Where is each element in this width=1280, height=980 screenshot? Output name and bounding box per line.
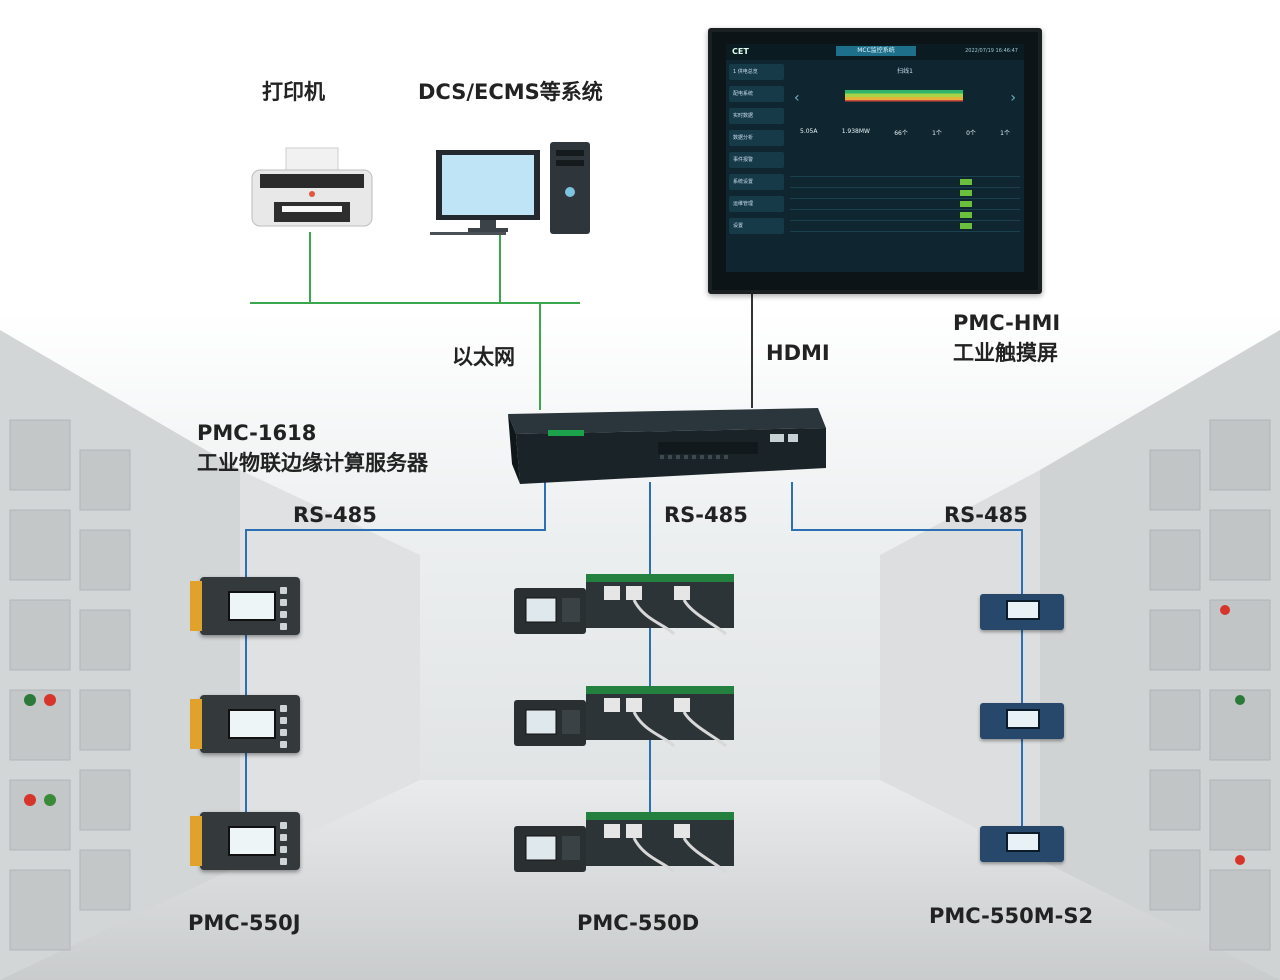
status-badge (960, 179, 972, 185)
power-meter-icon (514, 574, 734, 636)
status-badge (960, 201, 972, 207)
table-row (790, 188, 1020, 199)
pmc550m-label: PMC-550M-S2 (929, 904, 1094, 928)
hmi-menu-item: 系统设置 (729, 174, 784, 190)
hmi-brand: CET (732, 47, 749, 56)
hmi-screen: CET MCC监控系统 2022/07/19 16:46:47 1 供电总览 配… (726, 44, 1024, 272)
touch-screen-icon: CET MCC监控系统 2022/07/19 16:46:47 1 供电总览 配… (708, 28, 1042, 294)
ethernet-lines (250, 232, 580, 410)
hmi-main: 扫线1 ‹ › 5.05A 1.938MW 66个 1个 0个 1个 (790, 64, 1020, 268)
hmi-stat: 1个 (1000, 130, 1010, 137)
dcs-label: DCS/ECMS等系统 (418, 80, 603, 104)
table-row (790, 221, 1020, 232)
table-row (790, 199, 1020, 210)
hmi-menu-item: 事件报警 (729, 152, 784, 168)
hmi-topbar: CET MCC监控系统 2022/07/19 16:46:47 (726, 44, 1024, 60)
hmi-caption-line2: 工业触摸屏 (953, 341, 1058, 365)
rs485-left-label: RS-485 (293, 503, 377, 527)
hmi-time: 2022/07/19 16:46:47 (965, 48, 1018, 54)
power-meter-icon (190, 695, 300, 753)
hmi-bar-graphic (845, 90, 963, 108)
chevron-right-icon: › (1010, 90, 1016, 106)
power-meter-icon (980, 703, 1064, 739)
hmi-event-table (790, 166, 1020, 232)
server-caption: PMC-1618 工业物联边缘计算服务器 (197, 418, 428, 478)
hmi-stat: 5.05A (800, 128, 818, 135)
hmi-menu-item: 1 供电总览 (729, 64, 784, 80)
hmi-menu-item: 设置 (729, 218, 784, 234)
chevron-left-icon: ‹ (794, 90, 800, 106)
rs485-right-label: RS-485 (944, 503, 1028, 527)
edge-server-icon (508, 408, 826, 484)
server-caption-line2: 工业物联边缘计算服务器 (197, 451, 428, 475)
hmi-menu-item: 数据分析 (729, 130, 784, 146)
power-meter-icon (980, 594, 1064, 630)
table-row (790, 210, 1020, 221)
printer-label: 打印机 (262, 80, 325, 104)
printer-icon (251, 147, 373, 227)
power-meter-icon (514, 686, 734, 748)
hmi-stat: 1.938MW (841, 128, 870, 135)
hmi-stat: 1个 (932, 130, 942, 137)
power-meter-icon (514, 812, 734, 874)
hmi-title: MCC监控系统 (836, 46, 916, 56)
hmi-stats: 5.05A 1.938MW 66个 1个 0个 1个 (800, 128, 1010, 137)
status-badge (960, 190, 972, 196)
hmi-subtitle: 扫线1 (897, 68, 913, 75)
power-meter-icon (190, 577, 300, 635)
hmi-caption: PMC-HMI 工业触摸屏 (953, 308, 1060, 368)
hmi-menu-item: 运维管理 (729, 196, 784, 212)
server-caption-line1: PMC-1618 (197, 421, 317, 445)
power-meter-icon (190, 812, 300, 870)
hmi-sidebar: 1 供电总览 配电系统 实时数据 数据分析 事件报警 系统设置 运维管理 设置 (729, 64, 784, 240)
desktop-computer-icon (430, 142, 590, 235)
hmi-stat: 66个 (894, 130, 908, 137)
status-badge (960, 223, 972, 229)
status-badge (960, 212, 972, 218)
rs485-lines (245, 482, 1023, 855)
table-row (790, 177, 1020, 188)
hmi-menu-item: 实时数据 (729, 108, 784, 124)
hmi-menu-item: 配电系统 (729, 86, 784, 102)
hmi-caption-line1: PMC-HMI (953, 311, 1061, 335)
pmc550j-label: PMC-550J (188, 911, 301, 935)
pmc550d-label: PMC-550D (577, 911, 700, 935)
hmi-stat: 0个 (966, 130, 976, 137)
table-row (790, 166, 1020, 177)
hdmi-label: HDMI (766, 341, 830, 365)
rs485-mid-label: RS-485 (664, 503, 748, 527)
ethernet-label: 以太网 (452, 345, 515, 369)
power-meter-icon (980, 826, 1064, 862)
